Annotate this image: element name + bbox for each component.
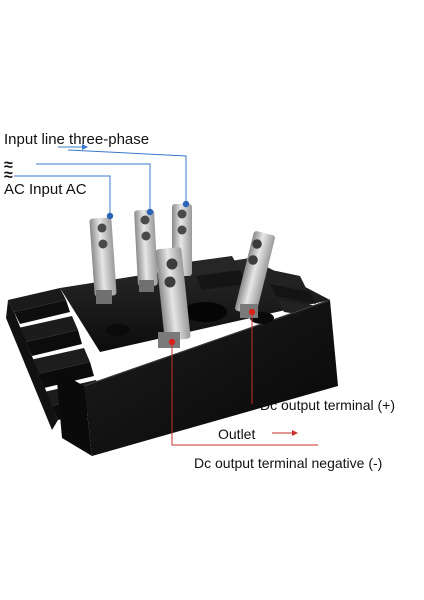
ac-wave-icon: ≈: [4, 157, 13, 174]
dc-positive-label: Dc output terminal (+): [260, 397, 395, 413]
terminal-ac-1: [89, 217, 117, 304]
input-dot-icon: [106, 212, 114, 220]
mounting-hole: [183, 302, 227, 322]
output-dot-icon: [168, 338, 176, 346]
output-dot-icon: [248, 308, 256, 316]
input-line-label: Input line three-phase: [4, 131, 149, 148]
ac-input-label: AC Input AC: [4, 181, 87, 198]
terminal-ac-2: [134, 209, 158, 292]
terminal-dc-negative: [155, 247, 191, 348]
input-arrow-icon: [82, 144, 88, 150]
outlet-label: Outlet: [218, 426, 255, 442]
ac-wave-icon: ≈: [4, 167, 13, 184]
input-dot-icon: [182, 200, 190, 208]
heatsink-front: [84, 300, 338, 456]
output-callout-lines: [171, 312, 318, 446]
dc-negative-label: Dc output terminal negative (-): [194, 455, 382, 471]
input-dot-icon: [146, 208, 154, 216]
input-callout-lines: [14, 146, 187, 216]
outlet-arrow-icon: [292, 430, 298, 436]
